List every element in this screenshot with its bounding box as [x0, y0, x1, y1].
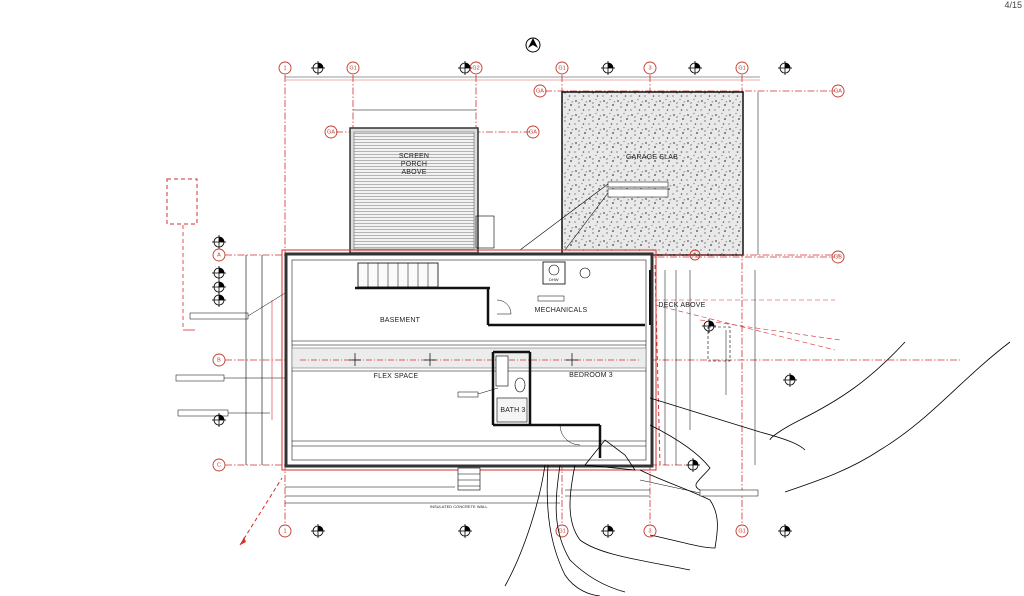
svg-text:1: 1 — [283, 65, 286, 71]
svg-text:GA: GA — [529, 129, 537, 135]
column-markers — [349, 353, 578, 366]
svg-text:B: B — [217, 357, 221, 363]
section-marker-icon — [702, 319, 716, 333]
grid-bubble-top-3: 3 — [643, 61, 657, 75]
section-marker-icon — [601, 524, 615, 538]
grid-bubble-c: C — [212, 458, 226, 472]
section-marker-icon — [212, 293, 226, 307]
deck-area: DECK ABOVE — [639, 264, 1011, 549]
svg-text:GA: GA — [327, 129, 335, 135]
basement-foundation: DHW BATH 3 BASEMENT MECHANICALS — [281, 249, 657, 491]
section-marker-icon — [778, 61, 792, 75]
svg-text:1: 1 — [283, 528, 286, 534]
section-marker-icon — [601, 61, 615, 75]
grid-bubble-bottom-g1a: G1 — [555, 524, 569, 538]
section-marker-icon — [311, 524, 325, 538]
svg-text:GA: GA — [536, 88, 544, 94]
grid-bubble-a: A — [212, 248, 226, 262]
top-grid-bubbles: 1 G1 G2 G1 3 G1 — [278, 61, 749, 75]
screen-porch-label-3: ABOVE — [401, 169, 426, 176]
left-side-annotations — [166, 178, 291, 546]
screen-porch-label-2: PORCH — [401, 161, 427, 168]
svg-text:3: 3 — [648, 65, 651, 71]
grid-bubble-bottom-g1b: 3 — [643, 524, 657, 538]
grid-bubble-bottom-1: 1 — [278, 524, 292, 538]
svg-text:G1: G1 — [738, 65, 745, 71]
svg-text:G1: G1 — [738, 528, 745, 534]
section-marker-icon — [778, 524, 792, 538]
insulated-wall-note: INSULATED CONCRETE WALL — [430, 504, 488, 509]
section-marker-icon — [783, 373, 797, 387]
grid-bubble-top-g1b: G1 — [555, 61, 569, 75]
screen-porch: GA GA SCREEN PORCH ABOVE — [324, 109, 540, 254]
svg-text:A: A — [217, 252, 221, 258]
svg-text:3: 3 — [648, 528, 651, 534]
grid-bubble-porch-ga-right: GA — [526, 125, 540, 139]
garage-slab-label: GARAGE SLAB — [626, 154, 678, 161]
deck-above-label: DECK ABOVE — [658, 302, 705, 309]
svg-text:G1: G1 — [349, 65, 356, 71]
drainage-lines — [504, 464, 691, 596]
basement-label: BASEMENT — [380, 317, 421, 324]
svg-text:G1: G1 — [558, 65, 565, 71]
top-section-markers — [311, 61, 792, 75]
page-number: 4/15 — [1004, 0, 1022, 10]
flex-space-label: FLEX SPACE — [374, 373, 419, 380]
grid-bubble-garage-ga-right: GA — [831, 84, 845, 98]
bottom-dimensions: INSULATED CONCRETE WALL — [285, 486, 650, 509]
grid-bubble-top-1: 1 — [278, 61, 292, 75]
section-marker-icon — [458, 524, 472, 538]
bottom-section-markers — [311, 524, 792, 538]
screen-porch-label-1: SCREEN — [399, 153, 429, 160]
grid-bubble-b: B — [212, 353, 226, 367]
section-marker-icon — [212, 235, 226, 249]
section-marker-icon — [686, 458, 700, 472]
top-dimension-lines — [285, 76, 760, 81]
section-marker-icon — [212, 280, 226, 294]
grid-bubble-garage-gb-right: GB — [831, 250, 845, 264]
grid-bubble-bottom-g1c: G1 — [735, 524, 749, 538]
section-marker-icon — [212, 266, 226, 280]
grid-bubble-top-g1c: G1 — [735, 61, 749, 75]
svg-text:A: A — [693, 252, 697, 258]
svg-text:G1: G1 — [558, 528, 565, 534]
section-marker-icon — [212, 413, 226, 427]
grid-bubble-porch-ga-left: GA — [324, 125, 338, 139]
grid-bubble-a-right: A — [689, 249, 701, 261]
section-marker-icon — [458, 61, 472, 75]
svg-text:GA: GA — [834, 88, 842, 94]
bedroom-3-label: BEDROOM 3 — [569, 372, 613, 379]
dhw-label: DHW — [549, 277, 559, 282]
north-arrow-icon — [525, 37, 541, 53]
section-marker-icon — [311, 61, 325, 75]
grid-bubble-garage-ga-left: GA — [533, 84, 547, 98]
bath-3-label: BATH 3 — [500, 407, 525, 414]
garage-slab: GA GA GB GARAGE SLAB — [519, 84, 845, 264]
svg-text:G2: G2 — [472, 65, 479, 71]
svg-text:GB: GB — [834, 254, 842, 260]
section-marker-icon — [688, 61, 702, 75]
svg-text:C: C — [217, 462, 221, 468]
grid-bubble-top-g1a: G1 — [346, 61, 360, 75]
mechanicals-label: MECHANICALS — [535, 307, 588, 314]
bottom-grid-bubbles: 1 G1 3 G1 — [278, 524, 749, 538]
